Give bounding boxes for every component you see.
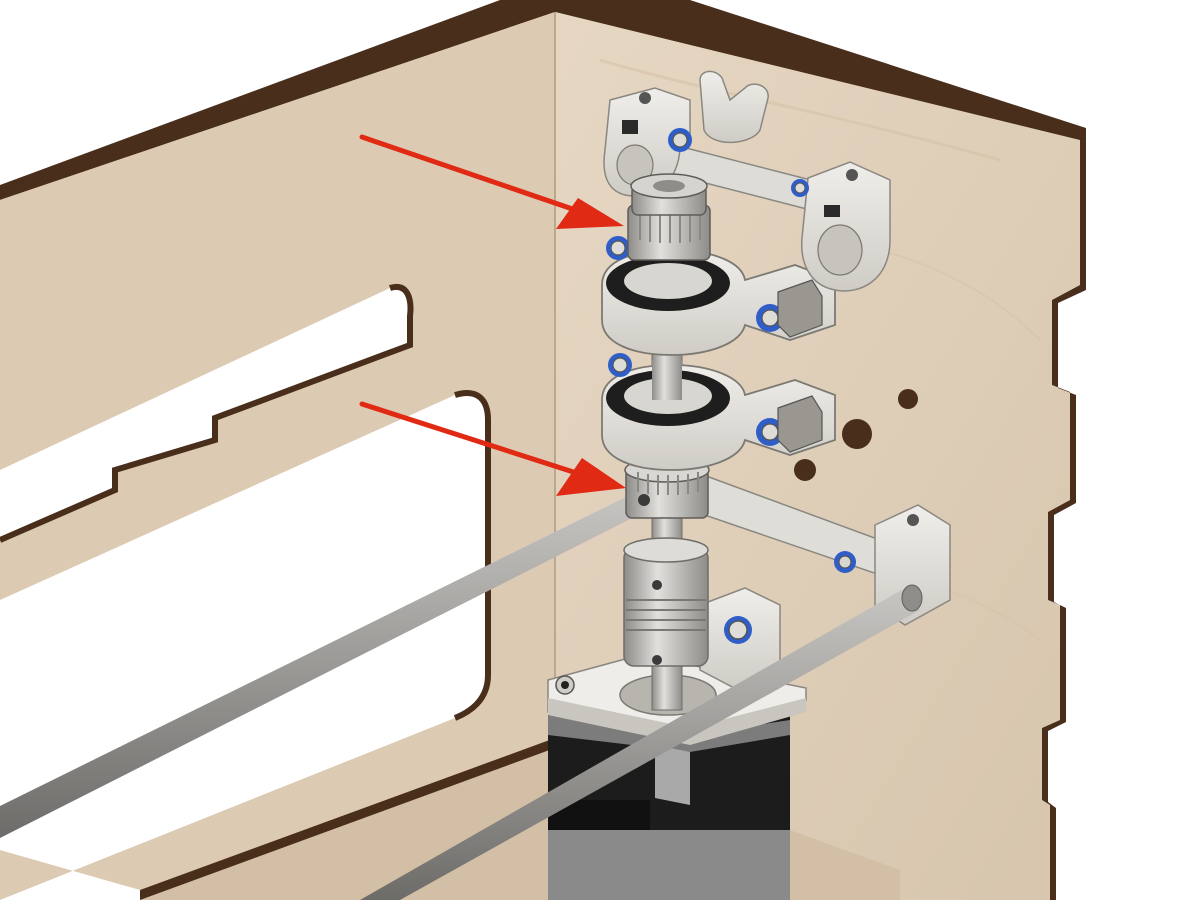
callout-arrows (359, 134, 626, 496)
mount-bracket (699, 587, 781, 691)
upper-bearing-holder (601, 236, 836, 356)
guide-rod-right (360, 584, 923, 900)
upper-rod-bracket (603, 70, 891, 292)
callout-arrow-lower (359, 401, 595, 481)
guide-rod-left (0, 490, 648, 838)
flexible-coupler (623, 537, 709, 667)
callout-arrowhead-upper (556, 198, 624, 229)
lower-bearing-holder (601, 353, 836, 471)
callout-arrow-upper (359, 134, 593, 218)
left-plywood-panel (0, 0, 556, 900)
callout-arrowhead-lower (556, 458, 626, 496)
upper-timing-pulley (627, 173, 711, 261)
